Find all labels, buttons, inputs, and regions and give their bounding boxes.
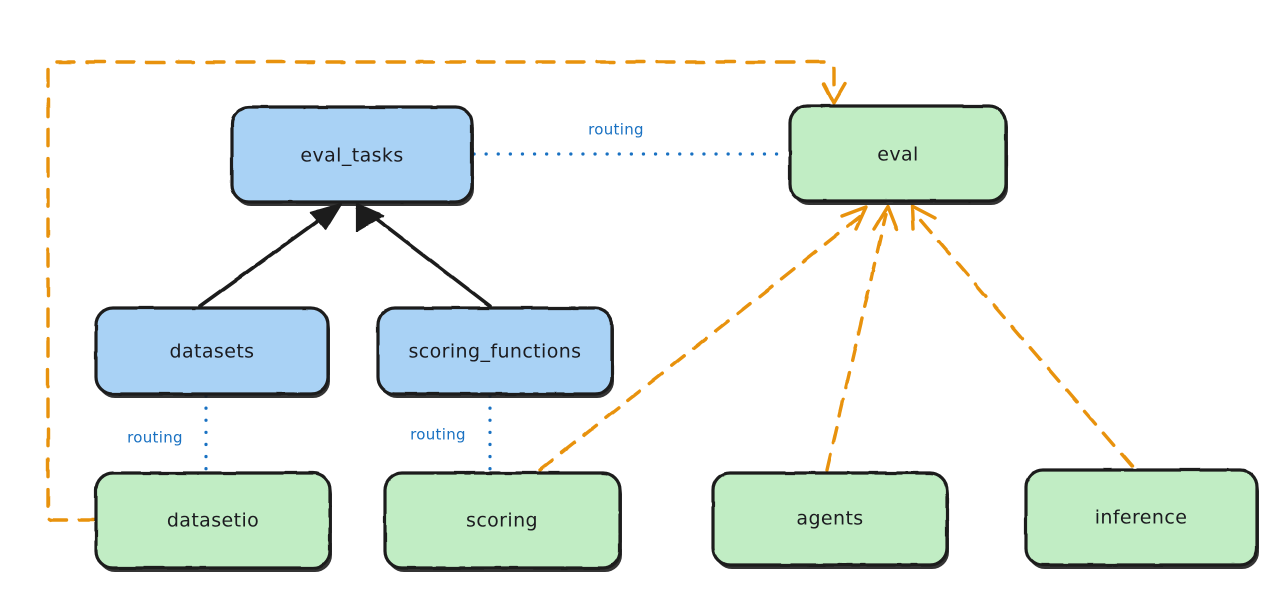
node-eval[interactable]: eval	[788, 104, 1008, 205]
edge-label-routing-middle: routing	[410, 426, 466, 444]
node-agents-label: agents	[796, 508, 863, 530]
node-scoring[interactable]: scoring	[383, 471, 622, 572]
edge-label-routing-top: routing	[588, 121, 644, 139]
node-inference[interactable]: inference	[1024, 468, 1259, 569]
node-datasets-label: datasets	[170, 341, 255, 363]
node-eval-tasks[interactable]: eval_tasks	[230, 105, 474, 206]
node-scoring-functions-label: scoring_functions	[409, 341, 582, 363]
edge-agents-eval	[825, 204, 899, 472]
edge-inference-eval	[910, 204, 1134, 468]
node-inference-label: inference	[1095, 507, 1188, 529]
edge-label-routing-left: routing	[127, 429, 183, 447]
node-eval-tasks-label: eval_tasks	[300, 145, 403, 167]
node-agents[interactable]: agents	[711, 471, 949, 569]
node-datasets[interactable]: datasets	[94, 306, 330, 398]
node-datasetio[interactable]: datasetio	[94, 471, 332, 572]
node-eval-label: eval	[877, 144, 918, 166]
node-scoring-label: scoring	[466, 510, 538, 532]
node-datasetio-label: datasetio	[167, 510, 259, 532]
edge-scoring-eval	[538, 205, 868, 472]
node-scoring-functions[interactable]: scoring_functions	[376, 306, 614, 398]
edge-datasetio-eval	[46, 60, 847, 522]
